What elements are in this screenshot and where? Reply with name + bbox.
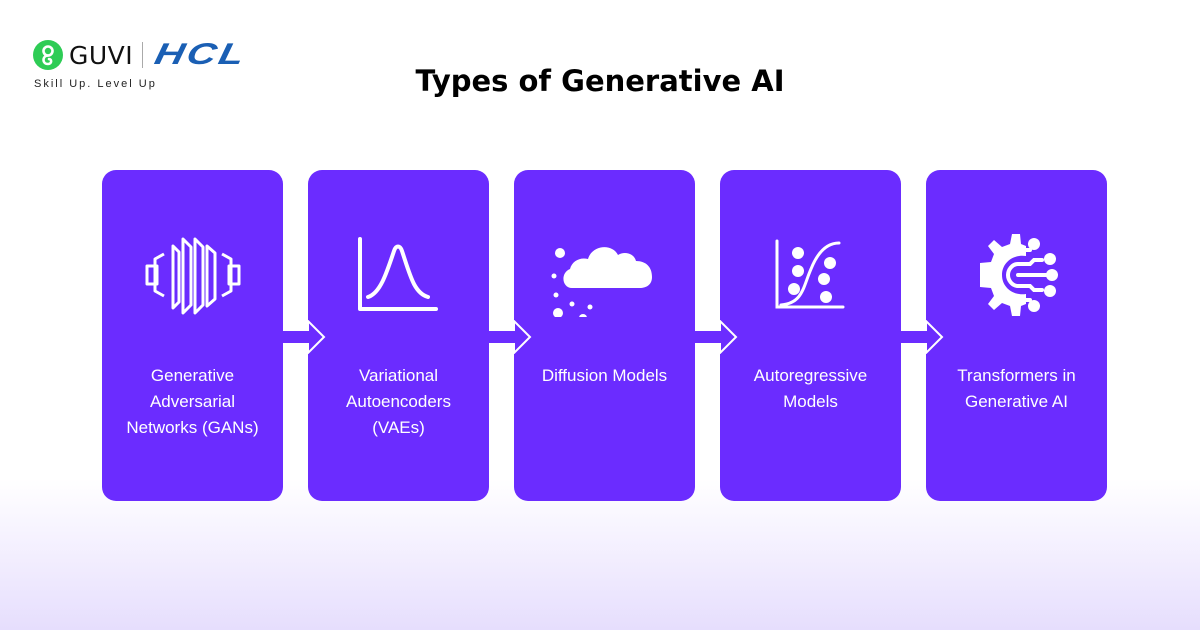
- logo-divider: [142, 42, 144, 68]
- brand-logo: GUVI HCL Skill Up. Level Up: [33, 38, 250, 90]
- sigmoid-scatter-icon: [720, 225, 901, 325]
- guvi-wordmark: GUVI: [69, 40, 134, 70]
- flow-arrow-icon: [283, 320, 326, 354]
- flow-arrow-icon: [901, 320, 944, 354]
- gear-circuit-icon: [926, 225, 1107, 325]
- guvi-logo-icon: [33, 40, 63, 70]
- step-label: Diffusion Models: [541, 366, 668, 385]
- page-title: Types of Generative AI: [415, 64, 785, 98]
- step-card-diffusion: Diffusion Models: [514, 170, 695, 501]
- distribution-curve-icon: [308, 225, 489, 325]
- neural-layers-icon: [102, 225, 283, 325]
- flow-arrow-icon: [489, 320, 532, 354]
- cloud-particles-icon: [514, 225, 695, 325]
- tagline: Skill Up. Level Up: [34, 78, 157, 90]
- flow-arrow-icon: [695, 320, 738, 354]
